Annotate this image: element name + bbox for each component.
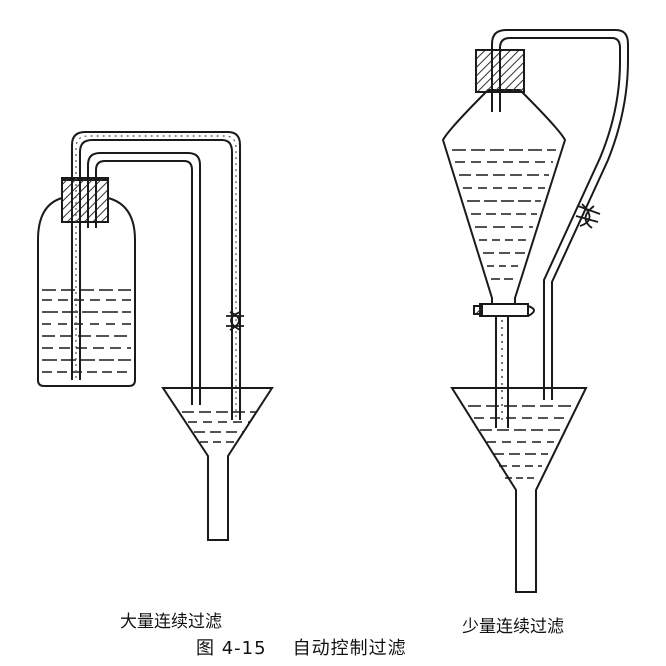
separatory-funnel (441, 89, 567, 311)
right-setup-caption: 少量连续过滤 (462, 617, 564, 637)
right-funnel (450, 387, 588, 593)
left-setup-caption: 大量连续过滤 (120, 612, 222, 632)
left-funnel-liquid (182, 411, 256, 443)
siphon-tube (71, 131, 241, 420)
left-funnel (161, 387, 274, 541)
right-funnel-liquid (468, 405, 572, 479)
bottle-liquid (42, 289, 131, 373)
stopcock-icon (473, 303, 535, 317)
reservoir-bottle (37, 179, 136, 387)
bottle-stopper (61, 177, 109, 223)
right-clamp-icon (575, 203, 601, 229)
left-setup (37, 131, 274, 541)
right-setup (441, 29, 629, 593)
figure-number: 图 4-15 (196, 638, 267, 659)
right-air-tube (491, 29, 629, 400)
air-inlet-tube (87, 152, 201, 405)
separatory-liquid (452, 149, 556, 280)
figure-caption: 图 4-15 自动控制过滤 (196, 634, 407, 660)
pinch-clamp-icon (226, 311, 244, 331)
separatory-stem (495, 316, 509, 428)
figure-title: 自动控制过滤 (292, 638, 407, 659)
